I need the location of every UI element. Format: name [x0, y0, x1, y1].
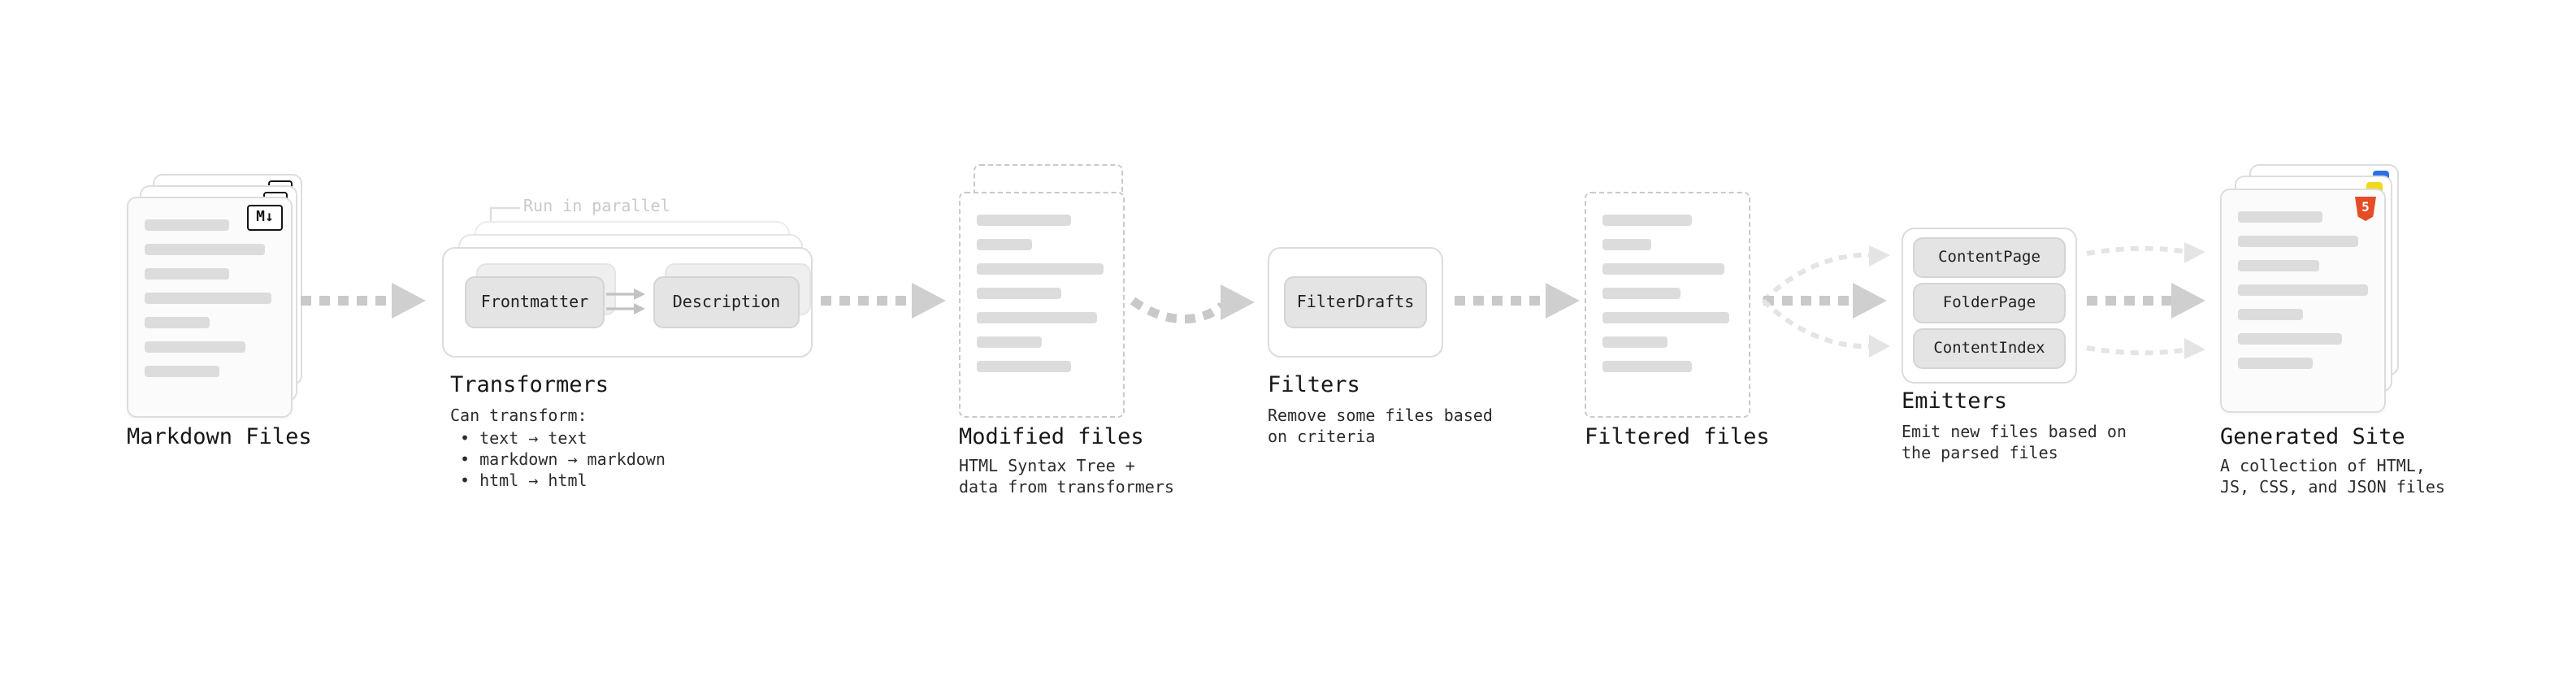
arrow-modified-to-filters — [1130, 284, 1255, 323]
placeholder-line — [2238, 211, 2322, 223]
markdown-icon: M↓ — [247, 205, 283, 231]
placeholder-line — [145, 293, 271, 304]
generated-site-caption: JS, CSS, and JSON files — [2220, 479, 2445, 497]
contentpage-chip: ContentPage — [1913, 237, 2066, 278]
placeholder-line — [1602, 336, 1667, 348]
arrows-filtered-to-emitters — [1761, 245, 1890, 358]
double-arrow-icon — [606, 288, 645, 314]
filters-caption: Remove some files based — [1268, 408, 1493, 426]
generated-site-label: Generated Site — [2220, 424, 2405, 450]
generated-site-caption: A collection of HTML, — [2220, 458, 2426, 476]
arrow-markdown-to-transformers — [301, 283, 426, 319]
arrows-emitters-to-site — [2086, 242, 2205, 359]
placeholder-line — [977, 263, 1104, 275]
placeholder-line — [1602, 361, 1692, 372]
transformers-label: Transformers — [450, 372, 609, 398]
placeholder-line — [977, 215, 1071, 226]
placeholder-line — [977, 336, 1042, 348]
placeholder-line — [145, 268, 229, 280]
filters-label: Filters — [1268, 372, 1360, 398]
placeholder-line — [1602, 288, 1680, 299]
placeholder-line — [145, 317, 210, 328]
filterdrafts-chip: FilterDrafts — [1284, 276, 1427, 328]
placeholder-line — [1602, 263, 1724, 275]
site-file-card-front: 5 — [2220, 189, 2386, 413]
description-chip: Description — [653, 276, 800, 328]
modified-files-label: Modified files — [959, 424, 1144, 450]
placeholder-line — [2238, 260, 2319, 271]
placeholder-line — [2238, 236, 2358, 247]
placeholder-line — [1602, 312, 1729, 323]
file-content-placeholder — [977, 215, 1107, 372]
placeholder-line — [977, 239, 1032, 250]
filtered-files-label: Filtered files — [1585, 424, 1770, 450]
markdown-file-card-front: M↓ — [127, 197, 293, 418]
placeholder-line — [145, 366, 219, 377]
file-content-placeholder — [1602, 215, 1733, 372]
frontmatter-chip: Frontmatter — [465, 276, 605, 328]
placeholder-line — [2238, 309, 2303, 320]
placeholder-line — [2238, 358, 2313, 369]
contentindex-chip: ContentIndex — [1913, 328, 2066, 369]
folderpage-chip: FolderPage — [1913, 283, 2066, 323]
placeholder-line — [977, 312, 1097, 323]
placeholder-line — [1602, 215, 1692, 226]
file-content-placeholder — [2238, 211, 2368, 369]
run-in-parallel-annotation: Run in parallel — [523, 198, 670, 216]
placeholder-line — [1602, 239, 1651, 250]
transformers-caption-title: Can transform: — [450, 408, 588, 426]
emitters-label: Emitters — [1902, 388, 2008, 414]
placeholder-line — [2238, 333, 2342, 345]
transformers-caption-item: • text → text — [460, 431, 588, 449]
modified-files-caption: data from transformers — [959, 479, 1174, 497]
emitters-caption: the parsed files — [1902, 445, 2058, 463]
placeholder-line — [977, 361, 1071, 372]
filters-caption: on criteria — [1268, 429, 1376, 447]
modified-files-caption: HTML Syntax Tree + — [959, 458, 1135, 476]
transformers-caption-item: • html → html — [460, 473, 588, 491]
modified-file-card-front — [959, 192, 1125, 418]
placeholder-line — [145, 341, 245, 353]
file-content-placeholder — [145, 219, 275, 377]
placeholder-line — [2238, 284, 2368, 296]
arrow-filters-to-filtered — [1455, 283, 1580, 319]
placeholder-line — [977, 288, 1061, 299]
placeholder-line — [145, 219, 229, 231]
transformers-caption-item: • markdown → markdown — [460, 452, 666, 470]
markdown-files-label: Markdown Files — [127, 424, 312, 450]
placeholder-line — [145, 244, 265, 255]
filtered-file-card — [1585, 192, 1750, 418]
emitters-caption: Emit new files based on — [1902, 424, 2127, 442]
arrow-transformers-to-modified — [821, 283, 946, 319]
